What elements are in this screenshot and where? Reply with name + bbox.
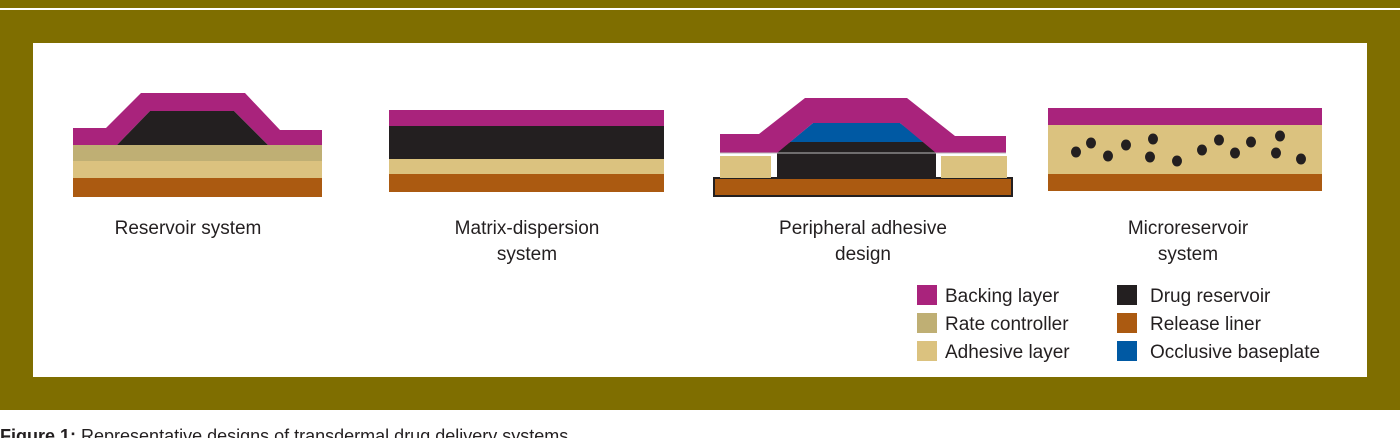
drug-particle — [1230, 147, 1240, 159]
drug-particle — [1246, 136, 1256, 148]
drug-particle — [1103, 150, 1113, 162]
drug-particle — [1172, 155, 1182, 167]
occlusive-baseplate-layer — [790, 123, 925, 142]
drug-particle — [1214, 134, 1224, 146]
drug-particle — [1296, 153, 1306, 165]
legend-label: Drug reservoir — [1150, 286, 1271, 307]
design-label: Peripheral adhesive — [779, 218, 947, 239]
release-liner-layer — [1048, 174, 1322, 191]
rate-controller-layer — [73, 145, 322, 161]
backing-layer — [73, 93, 322, 145]
drug-reservoir-layer — [389, 126, 664, 159]
legend-swatch-adhesive — [917, 341, 937, 361]
drug-particle — [1121, 139, 1131, 151]
legend-swatch-occlusive-baseplate — [1117, 341, 1137, 361]
figure-panel — [33, 43, 1367, 377]
drug-particle — [1271, 147, 1281, 159]
drug-particle — [1197, 144, 1207, 156]
legend-label: Occlusive baseplate — [1150, 342, 1320, 363]
drug-particle — [1275, 130, 1285, 142]
reservoir-system-diagram — [73, 93, 322, 197]
drug-microreservoirs — [1071, 130, 1306, 167]
backing-layer — [1048, 108, 1322, 125]
design-label: system — [1158, 244, 1218, 265]
design-label: Microreservoir — [1128, 218, 1249, 239]
figure-caption: Figure 1: Representative designs of trans… — [0, 426, 568, 438]
matrix-dispersion-diagram — [389, 110, 664, 192]
legend-swatch-release-liner — [1117, 313, 1137, 333]
release-liner-layer — [713, 177, 1013, 197]
top-rule — [0, 0, 1400, 8]
legend-label: Adhesive layer — [945, 342, 1070, 363]
legend-label: Backing layer — [945, 286, 1060, 307]
drug-reservoir-layer — [777, 142, 936, 178]
backing-layer — [720, 98, 1006, 153]
release-liner-layer — [73, 178, 322, 197]
drug-reservoir-layer — [117, 111, 268, 145]
caption-prefix: Figure 1: — [0, 426, 76, 438]
legend-swatch-drug-reservoir — [1117, 285, 1137, 305]
design-label: Matrix-dispersion — [455, 218, 600, 239]
design-label: system — [497, 244, 557, 265]
microreservoir-diagram — [1048, 108, 1322, 191]
release-liner-layer — [389, 174, 664, 192]
drug-particle — [1086, 137, 1096, 149]
drug-particle — [1145, 151, 1155, 163]
legend-swatch-backing — [917, 285, 937, 305]
drug-particle — [1071, 146, 1081, 158]
adhesive-layer-left — [720, 156, 771, 178]
caption-text: Representative designs of transdermal dr… — [81, 426, 568, 438]
design-label: Reservoir system — [115, 218, 262, 239]
adhesive-layer — [73, 161, 322, 178]
adhesive-layer-right — [941, 156, 1007, 178]
adhesive-layer — [389, 159, 664, 174]
legend: Backing layer Rate controller Adhesive l… — [917, 285, 1320, 363]
backing-layer — [389, 110, 664, 126]
legend-label: Rate controller — [945, 314, 1069, 335]
legend-label: Release liner — [1150, 314, 1262, 335]
drug-particle — [1148, 133, 1158, 145]
peripheral-adhesive-diagram — [713, 98, 1013, 197]
design-label: design — [835, 244, 891, 265]
legend-swatch-rate-controller — [917, 313, 937, 333]
